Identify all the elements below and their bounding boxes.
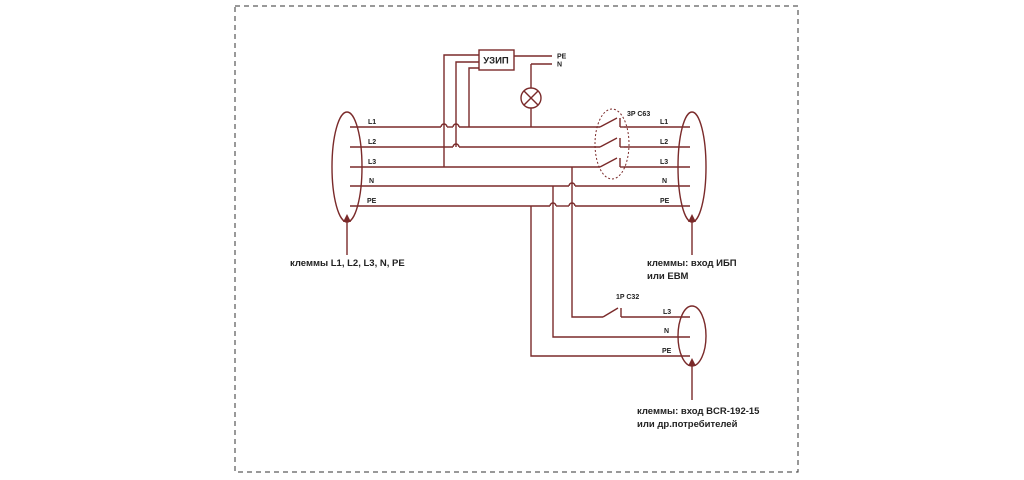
output-terminals-arrow-icon (688, 214, 696, 222)
input-line-label-l3: L3 (368, 159, 376, 166)
lamp-cross-icon (520, 64, 542, 127)
bus-lines (350, 123, 690, 207)
output-line-label-l3: L3 (660, 159, 668, 166)
input-line-label-pe: PE (367, 198, 377, 205)
output-terminals-caption-1: клеммы: вход ИБП (647, 258, 737, 269)
surge-feed-l1 (443, 54, 479, 167)
bcr-terminals-caption-2: или др.потребителей (637, 419, 738, 430)
breaker-3p-contact-l2 (599, 137, 618, 148)
output-terminals-caption-2: или ЕВМ (647, 271, 689, 282)
bcr-terminals-ellipse (677, 305, 707, 367)
bcr-branch: 1P C32 (530, 167, 690, 357)
input-line-label-l2: L2 (368, 139, 376, 146)
surge-protector: УЗИП PE N (443, 49, 567, 167)
bcr-terminals-caption-1: клеммы: вход BCR-192-15 (637, 406, 760, 417)
breaker-1p-label: 1P C32 (616, 294, 639, 301)
bcr-line-label-pe: PE (662, 348, 672, 355)
breaker-3p-contact-l3 (599, 157, 618, 168)
bcr-line-label-l3: L3 (663, 309, 671, 316)
bcr-terminals: L3 N PE клеммы: вход BCR-192-15 или др.п… (637, 305, 760, 430)
surge-protector-label: УЗИП (483, 56, 509, 67)
output-line-label-l2: L2 (660, 139, 668, 146)
breaker-1p-contact (602, 307, 619, 318)
input-terminals-arrow-icon (343, 214, 351, 222)
input-line-label-l1: L1 (368, 119, 376, 126)
breaker-3p: 3P C63 (594, 108, 650, 180)
surge-protector-box (478, 49, 515, 71)
lamp-cross-b (523, 90, 539, 106)
surge-out-n-label: N (557, 62, 562, 69)
bcr-line-label-n: N (664, 328, 669, 335)
breaker-3p-contact-l1 (599, 117, 618, 128)
output-line-label-pe: PE (660, 198, 670, 205)
output-line-label-n: N (662, 178, 667, 185)
breaker-3p-label: 3P C63 (627, 111, 650, 118)
input-terminals-caption: клеммы L1, L2, L3, N, PE (290, 258, 405, 269)
surge-feed-l2 (455, 61, 479, 147)
input-line-label-n: N (369, 178, 374, 185)
diagram-frame (234, 5, 799, 473)
breaker-3p-outline (594, 108, 630, 180)
surge-feed-l3 (468, 67, 479, 127)
bcr-wire-pe (530, 206, 690, 357)
surge-out-pe-label: PE (557, 54, 567, 61)
bcr-wire-l3 (571, 167, 603, 318)
bcr-wire-n (552, 186, 690, 338)
output-line-label-l1: L1 (660, 119, 668, 126)
bcr-terminals-arrow-icon (688, 358, 696, 366)
output-terminals: L1 L2 L3 N PE клеммы: вход ИБП или ЕВМ (647, 111, 737, 282)
input-terminals: L1 L2 L3 N PE клеммы L1, L2, L3, N, PE (290, 111, 405, 269)
